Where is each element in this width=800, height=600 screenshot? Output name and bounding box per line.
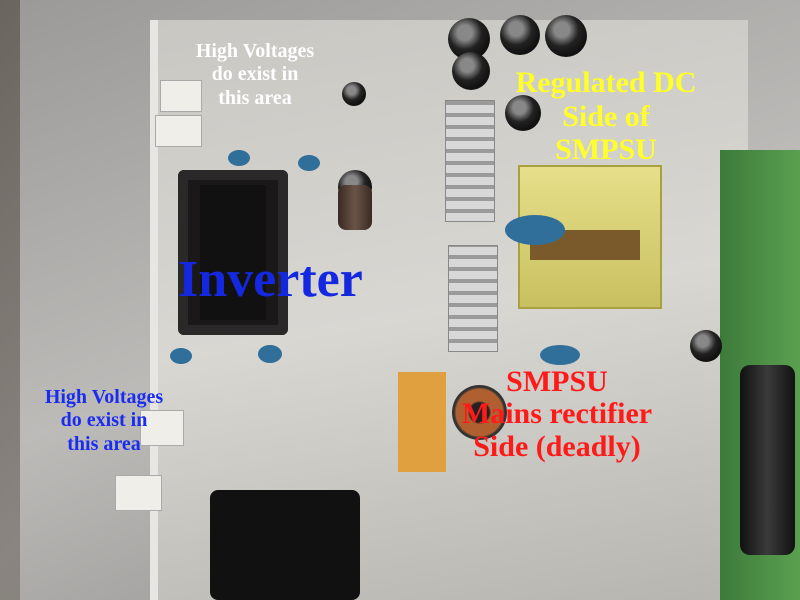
connector — [115, 475, 162, 511]
regulated-dc-label: Regulated DC Side of SMPSU — [488, 66, 724, 167]
capacitor — [690, 330, 722, 362]
label-line: Side (deadly) — [473, 429, 641, 463]
label-line: Side of — [562, 99, 650, 133]
bulk-capacitor — [740, 365, 795, 555]
high-voltage-warning-top: High Voltages do exist in this area — [185, 40, 325, 110]
label-line: SMPSU — [555, 133, 657, 167]
label-line: do exist in — [211, 63, 299, 86]
heatsink — [445, 100, 495, 222]
capacitor — [500, 15, 540, 55]
label-line: SMPSU — [506, 365, 608, 398]
ceramic-capacitor — [540, 345, 580, 365]
film-capacitor — [398, 372, 446, 472]
ceramic-capacitor — [228, 150, 250, 166]
capacitor — [505, 95, 541, 131]
label-line: this area — [67, 432, 141, 455]
capacitor — [545, 15, 587, 57]
connector — [160, 80, 202, 112]
common-mode-choke — [452, 385, 507, 440]
label-line: Mains rectifier — [461, 397, 653, 431]
label-line: High Voltages — [44, 386, 164, 408]
ceramic-capacitor — [170, 348, 192, 364]
label-line: do exist in — [60, 409, 148, 432]
x-capacitor — [505, 215, 565, 245]
label-line: High Voltages — [195, 40, 315, 62]
transformer-core — [200, 185, 266, 320]
capacitor — [342, 82, 366, 106]
connector — [155, 115, 202, 147]
high-voltage-warning-bottom: High Voltages do exist in this area — [18, 386, 190, 456]
capacitor — [452, 52, 490, 90]
ceramic-capacitor — [298, 155, 320, 171]
connector — [140, 410, 184, 446]
electrolytic-capacitor — [338, 185, 372, 230]
label-line: this area — [218, 86, 292, 109]
ceramic-capacitor — [258, 345, 282, 363]
heatsink — [448, 245, 498, 352]
mains-rectifier-label: SMPSU Mains rectifier Side (deadly) — [432, 365, 682, 463]
label-line: Regulated DC — [515, 66, 697, 99]
ac-power-socket — [210, 490, 360, 600]
inverter-label: Inverter — [178, 251, 363, 308]
